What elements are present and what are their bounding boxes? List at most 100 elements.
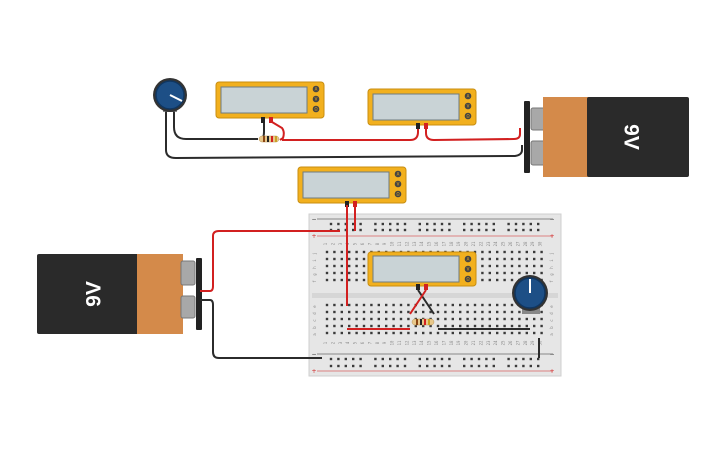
breadboard-hole[interactable] — [540, 324, 543, 328]
breadboard-hole[interactable] — [422, 324, 425, 328]
breadboard-hole[interactable] — [385, 303, 388, 307]
breadboard-hole[interactable] — [348, 271, 351, 275]
breadboard-hole[interactable] — [337, 357, 340, 361]
breadboard-hole[interactable] — [470, 357, 473, 361]
breadboard-hole[interactable] — [377, 310, 380, 314]
breadboard-hole[interactable] — [340, 271, 343, 275]
breadboard-hole[interactable] — [510, 250, 514, 254]
potentiometer-top[interactable] — [153, 78, 187, 112]
breadboard-hole[interactable] — [440, 222, 444, 226]
breadboard-hole[interactable] — [448, 364, 451, 368]
breadboard-hole[interactable] — [389, 222, 392, 226]
breadboard-hole[interactable] — [440, 228, 444, 232]
breadboard-hole[interactable] — [407, 317, 410, 321]
breadboard-hole[interactable] — [470, 364, 473, 368]
breadboard-hole[interactable] — [392, 310, 395, 314]
breadboard-hole[interactable] — [329, 357, 333, 361]
breadboard-hole[interactable] — [333, 257, 336, 261]
wire-red[interactable] — [282, 123, 419, 141]
breadboard-hole[interactable] — [473, 331, 477, 335]
breadboard-hole[interactable] — [389, 364, 392, 368]
breadboard-hole[interactable] — [477, 357, 481, 361]
battery-top-right[interactable]: 9V — [524, 97, 689, 177]
breadboard-hole[interactable] — [466, 303, 469, 307]
breadboard-hole[interactable] — [518, 264, 521, 268]
breadboard-hole[interactable] — [507, 364, 510, 368]
breadboard-hole[interactable] — [477, 364, 481, 368]
breadboard-hole[interactable] — [525, 250, 528, 254]
breadboard-hole[interactable] — [470, 222, 473, 226]
breadboard-hole[interactable] — [355, 331, 358, 335]
breadboard-hole[interactable] — [485, 364, 488, 368]
battery-terminal-negative[interactable] — [530, 140, 546, 166]
breadboard-hole[interactable] — [418, 222, 421, 226]
breadboard-hole[interactable] — [333, 278, 336, 282]
breadboard-hole[interactable] — [381, 357, 384, 361]
breadboard-hole[interactable] — [374, 228, 377, 232]
wire-red[interactable] — [425, 123, 521, 142]
breadboard-hole[interactable] — [470, 228, 473, 232]
breadboard-hole[interactable] — [533, 264, 536, 268]
battery-terminal-negative[interactable] — [180, 260, 196, 286]
breadboard-hole[interactable] — [503, 257, 506, 261]
breadboard-hole[interactable] — [359, 228, 362, 232]
breadboard-hole[interactable] — [510, 331, 514, 335]
breadboard-hole[interactable] — [325, 303, 329, 307]
breadboard-hole[interactable] — [436, 324, 440, 328]
breadboard-hole[interactable] — [525, 264, 528, 268]
breadboard-hole[interactable] — [492, 228, 495, 232]
breadboard-hole[interactable] — [403, 228, 407, 232]
breadboard-hole[interactable] — [389, 357, 392, 361]
breadboard-hole[interactable] — [448, 228, 451, 232]
breadboard-hole[interactable] — [503, 271, 506, 275]
breadboard-hole[interactable] — [392, 324, 395, 328]
breadboard-hole[interactable] — [355, 250, 358, 254]
breadboard-hole[interactable] — [503, 303, 506, 307]
breadboard-hole[interactable] — [518, 310, 521, 314]
breadboard-hole[interactable] — [473, 310, 477, 314]
breadboard-hole[interactable] — [355, 271, 358, 275]
voltmeter-mode-button[interactable] — [464, 265, 472, 273]
breadboard-hole[interactable] — [355, 310, 358, 314]
breadboard-hole[interactable] — [488, 324, 491, 328]
resistor-breadboard[interactable] — [411, 318, 435, 326]
breadboard-hole[interactable] — [507, 222, 510, 226]
breadboard-hole[interactable] — [496, 278, 499, 282]
breadboard-hole[interactable] — [359, 364, 362, 368]
breadboard-hole[interactable] — [426, 357, 429, 361]
breadboard-hole[interactable] — [514, 357, 518, 361]
breadboard-hole[interactable] — [510, 324, 514, 328]
voltmeter-mode-button[interactable] — [394, 180, 402, 188]
breadboard-hole[interactable] — [340, 303, 343, 307]
breadboard-hole[interactable] — [407, 331, 410, 335]
breadboard-hole[interactable] — [344, 222, 347, 226]
breadboard-hole[interactable] — [340, 257, 343, 261]
breadboard-hole[interactable] — [503, 310, 506, 314]
breadboard-hole[interactable] — [396, 357, 399, 361]
breadboard-hole[interactable] — [463, 357, 466, 361]
breadboard-hole[interactable] — [362, 271, 366, 275]
breadboard-hole[interactable] — [418, 364, 421, 368]
breadboard-hole[interactable] — [525, 324, 528, 328]
breadboard-hole[interactable] — [348, 324, 351, 328]
breadboard-hole[interactable] — [348, 310, 351, 314]
breadboard-hole[interactable] — [426, 222, 429, 226]
breadboard-hole[interactable] — [370, 317, 373, 321]
battery-bottom-left[interactable]: 9V — [37, 254, 202, 334]
battery-terminal-positive[interactable] — [180, 295, 196, 319]
breadboard-hole[interactable] — [433, 364, 436, 368]
breadboard-hole[interactable] — [355, 317, 358, 321]
breadboard-hole[interactable] — [459, 317, 462, 321]
wire-red[interactable] — [409, 289, 427, 315]
breadboard-hole[interactable] — [359, 357, 362, 361]
breadboard-hole[interactable] — [525, 257, 528, 261]
breadboard-hole[interactable] — [477, 222, 481, 226]
breadboard-hole[interactable] — [340, 310, 343, 314]
breadboard-hole[interactable] — [496, 324, 499, 328]
breadboard-hole[interactable] — [496, 257, 499, 261]
ammeter-mode-button[interactable] — [394, 170, 402, 178]
breadboard-hole[interactable] — [525, 331, 528, 335]
breadboard-hole[interactable] — [362, 264, 366, 268]
breadboard-hole[interactable] — [440, 357, 444, 361]
breadboard-hole[interactable] — [448, 222, 451, 226]
